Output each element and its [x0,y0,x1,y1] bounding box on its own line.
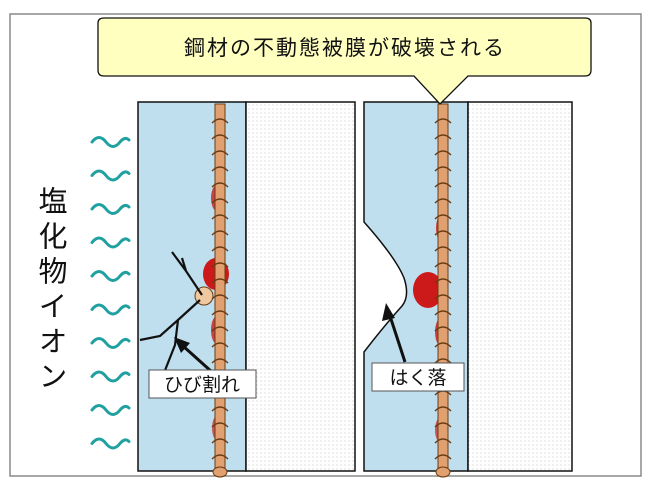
rebar-rib [211,246,229,252]
rebar-rib [434,166,452,172]
rebar-rib [211,326,229,332]
ion-wave [90,136,131,148]
ion-wave [90,370,131,383]
spalling-label-box: はく落 [371,362,465,392]
rebar-rib [211,294,229,300]
rebar-rib [211,150,229,156]
rebar-rib [211,182,229,188]
rebar-rib [434,246,452,252]
right-rebar-ribs [434,118,452,460]
rebar-rib [434,134,452,140]
rebar-rib [434,198,452,204]
rebar-rib [434,182,452,188]
left-panel: ひび割れ [137,101,356,478]
rebar-rib [211,118,229,124]
rebar-rib [211,438,229,444]
rebar-rib [434,262,452,268]
side-label: 塩化物イオン [34,186,68,396]
ion-wave [90,404,131,416]
rebar-rib [211,358,229,364]
ion-wave [90,337,131,349]
rebar-rib [434,406,452,412]
rebar-rib [434,294,452,300]
rebar-rib [434,342,452,348]
rebar-rib [211,310,229,316]
ion-wave [90,169,131,182]
rebar-rib [211,262,229,268]
chloride-ion-waves [90,136,131,450]
ion-wave [90,270,131,282]
rebar-rib [211,454,229,460]
ion-wave [90,437,131,450]
ion-wave [90,236,131,249]
left-dotted-area [245,101,356,472]
rebar-rib [211,134,229,140]
spalling-arrow [382,303,407,363]
rebar-rib [211,230,229,236]
ion-wave [90,203,131,215]
left-rebar [212,103,228,478]
callout: 鋼材の不動態被膜が破壊される [97,17,592,105]
rebar-rib [434,118,452,124]
rebar-rib [434,278,452,284]
spalling-label: はく落 [389,367,446,389]
rebar-rib [211,198,229,204]
right-panel: はく落 [363,101,573,478]
rebar-rib [434,422,452,428]
crack-label: ひび割れ [164,374,240,396]
rebar-rib [434,454,452,460]
ion-wave [90,303,131,316]
rebar-rib [211,422,229,428]
rebar-rib [211,342,229,348]
rebar-rib [434,310,452,316]
rebar-rib [434,326,452,332]
crack-label-box: ひび割れ [148,369,257,399]
left-crack-lines [139,251,203,379]
left-concrete [137,101,247,472]
rebar-rib [211,278,229,284]
rebar-rib [434,230,452,236]
rebar-rib [211,406,229,412]
right-rebar [435,103,451,478]
rebar-rib [434,438,452,444]
callout-text: 鋼材の不動態被膜が破壊される [184,36,506,60]
rebar-rib [211,214,229,220]
rebar-rib [434,150,452,156]
right-dotted-area [467,101,573,472]
crack-arrow [174,337,214,374]
rebar-rib [211,166,229,172]
rebar-rib [434,214,452,220]
rebar-rib [434,358,452,364]
